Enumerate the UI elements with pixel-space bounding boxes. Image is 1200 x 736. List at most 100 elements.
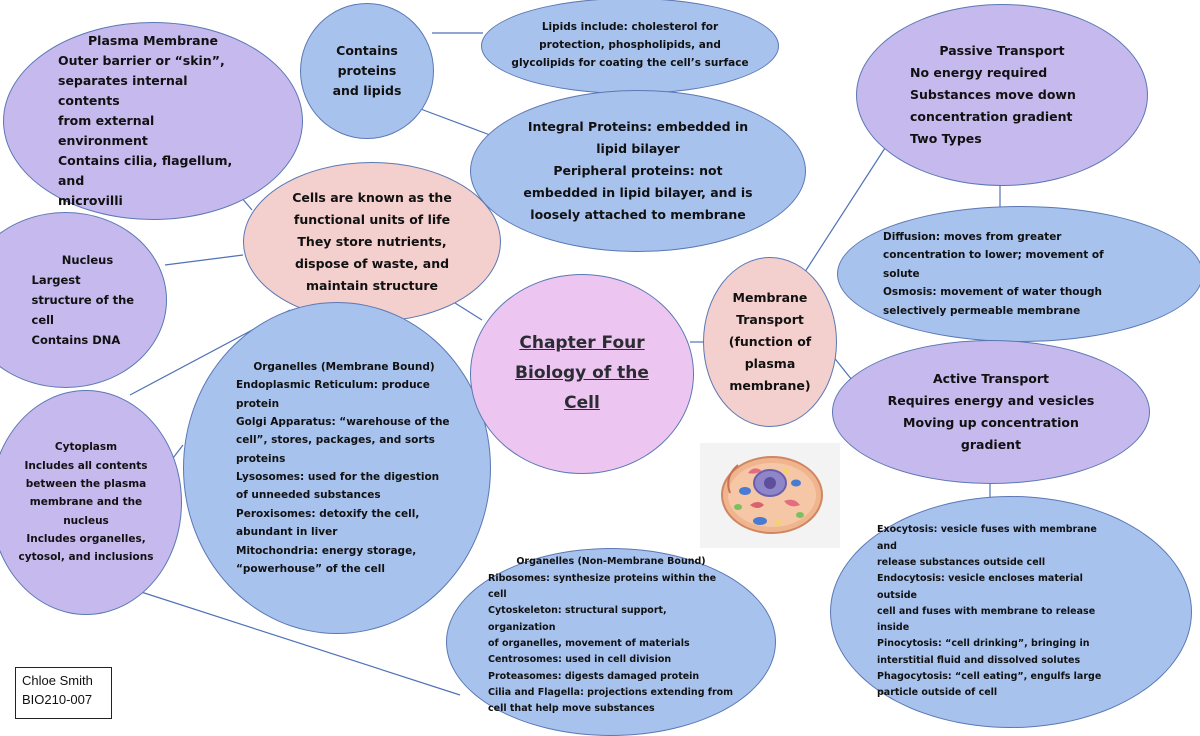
vesicle-line: release substances outside cell (877, 556, 1046, 568)
chapter-title-line: Chapter Four (519, 333, 645, 354)
nucleus-line: cell (31, 313, 55, 328)
membrane-transport-line: (function of (728, 334, 812, 350)
plasma-membrane-bubble: Plasma Membrane Outer barrier or “skin”,… (3, 22, 303, 220)
connector (454, 302, 483, 321)
cells-line: Cells are known as the (292, 190, 452, 206)
organelles-non-membrane-bound-bubble: Organelles (Non-Membrane Bound) Ribosome… (446, 548, 776, 736)
cytoplasm-line: Includes all contents (24, 459, 148, 472)
organelles-nmb-line: Ribosomes: synthesize proteins within th… (488, 572, 717, 601)
organelles-mb-line: cell”, stores, packages, and sorts (236, 434, 435, 447)
organelles-mb-line: proteins (236, 452, 286, 465)
vesicle-line: cell and fuses with membrane to release (877, 605, 1096, 617)
contains-bubble: Contains proteins and lipids (300, 3, 434, 139)
vesicle-line: Phagocytosis: “cell eating”, engulfs lar… (877, 671, 1102, 683)
vesicle-line: Pinocytosis: “cell drinking”, bringing i… (877, 638, 1090, 650)
diffusion-line: concentration to lower; movement of (883, 249, 1104, 262)
diffusion-line: solute (883, 267, 920, 280)
cytoplasm-line: between the plasma (25, 477, 147, 490)
cells-line: dispose of waste, and (294, 255, 450, 271)
organelles-mb-line: of unneeded substances (236, 489, 381, 502)
nucleus-line: structure of the (31, 292, 135, 307)
organelles-nmb-line: Cytoskeleton: structural support, organi… (488, 605, 667, 633)
chapter-title-line: Biology of the (515, 363, 649, 384)
cells-line: They store nutrients, (297, 234, 447, 250)
nucleus-title: Nucleus (61, 252, 114, 267)
lipids-line: glycolipids for coating the cell’s surfa… (511, 56, 749, 69)
passive-transport-title: Passive Transport (939, 43, 1065, 59)
membrane-transport-line: Transport (736, 312, 804, 328)
membrane-transport-line: Membrane (732, 290, 808, 306)
plasma-membrane-line: Outer barrier or “skin”, (58, 53, 225, 68)
organelles-nmb-line: Cilia and Flagella: projections extendin… (488, 686, 734, 698)
proteins-line: Peripheral proteins: not (553, 163, 723, 179)
diffusion-line: Osmosis: movement of water though (883, 286, 1102, 299)
membrane-transport-line: plasma (744, 355, 796, 371)
nucleus-line: Largest (31, 272, 81, 287)
active-transport-bubble: Active Transport Requires energy and ves… (832, 340, 1150, 484)
proteins-line: lipid bilayer (596, 141, 680, 157)
organelles-mb-line: Golgi Apparatus: “warehouse of the (236, 415, 450, 428)
organelles-nmb-line: Centrosomes: used in cell division (488, 654, 672, 666)
cytoplasm-line: Includes organelles, (26, 533, 146, 546)
organelles-mb-line: “powerhouse” of the cell (236, 562, 385, 575)
active-transport-line: Requires energy and vesicles (887, 393, 1095, 409)
organelles-mb-line: Lysosomes: used for the digestion (236, 471, 440, 483)
organelles-membrane-bound-bubble: Organelles (Membrane Bound) Endoplasmic … (183, 302, 491, 634)
cytoplasm-line: nucleus (63, 514, 109, 527)
active-transport-line: Moving up concentration (903, 415, 1079, 430)
diffusion-line: selectively permeable membrane (883, 304, 1081, 317)
organelles-nmb-title: Organelles (Non-Membrane Bound) (516, 556, 706, 568)
active-transport-line: gradient (960, 436, 1022, 452)
proteins-line: embedded in lipid bilayer, and is (523, 184, 753, 200)
plasma-membrane-title: Plasma Membrane (88, 33, 218, 48)
proteins-line: loosely attached to membrane (530, 206, 746, 222)
proteins-line: Integral Proteins: embedded in (527, 119, 749, 135)
organelles-nmb-line: cell that help move substances (488, 703, 655, 715)
organelles-mb-line: abundant in liver (236, 526, 338, 539)
membrane-transport-bubble: Membrane Transport (function of plasma m… (703, 257, 837, 427)
animal-cell-illustration (700, 443, 840, 548)
vesicle-line: particle outside of cell (877, 687, 998, 699)
organelles-mb-line: Mitochondria: energy storage, (236, 544, 417, 557)
organelles-mb-line: Endoplasmic Reticulum: produce (236, 379, 430, 392)
diffusion-osmosis-bubble: Diffusion: moves from greater concentrat… (837, 206, 1200, 342)
plasma-membrane-line: microvilli (58, 193, 123, 208)
contains-line: proteins (337, 63, 397, 78)
connector (134, 589, 461, 696)
cytoplasm-line: membrane and the (29, 496, 143, 509)
plasma-membrane-line: Contains cilia, flagellum, and (58, 153, 233, 188)
vesicle-line: inside (877, 622, 910, 634)
organelles-mb-line: Peroxisomes: detoxify the cell, (236, 507, 420, 520)
organelles-nmb-line: of organelles, movement of materials (488, 638, 690, 649)
vesicle-line: Endocytosis: vesicle encloses material o… (877, 573, 1083, 601)
cytoplasm-title: Cytoplasm (54, 441, 118, 454)
vesicle-transport-bubble: Exocytosis: vesicle fuses with membrane … (830, 496, 1192, 728)
nucleus-line: Contains DNA (31, 333, 121, 348)
lipids-line: protection, phospholipids, and (539, 39, 721, 52)
cells-line: functional units of life (293, 212, 451, 228)
passive-transport-bubble: Passive Transport No energy required Sub… (856, 4, 1148, 186)
contains-line: and lipids (332, 83, 402, 98)
organelles-nmb-line: Proteasomes: digests damaged protein (488, 670, 700, 682)
cytoplasm-bubble: Cytoplasm Includes all contents between … (0, 390, 182, 615)
lipids-bubble: Lipids include: cholesterol for protecti… (481, 0, 779, 94)
lipids-line: Lipids include: cholesterol for (541, 21, 719, 34)
passive-transport-line: No energy required (910, 65, 1048, 81)
author-name: Chloe Smith (22, 673, 93, 688)
vesicle-line: interstitial fluid and dissolved solutes (877, 654, 1081, 666)
animal-cell-icon (721, 456, 823, 534)
membrane-transport-line: membrane) (729, 377, 811, 393)
author-box: Chloe Smith BIO210-007 (15, 667, 112, 719)
connector (417, 107, 491, 136)
organelles-mb-title: Organelles (Membrane Bound) (253, 360, 435, 373)
cells-bubble: Cells are known as the functional units … (243, 162, 501, 322)
contains-line: Contains (336, 43, 398, 58)
connector (164, 254, 244, 266)
passive-transport-line: Substances move down (910, 87, 1076, 103)
vesicle-line: Exocytosis: vesicle fuses with membrane … (877, 524, 1097, 552)
active-transport-title: Active Transport (932, 371, 1050, 387)
passive-transport-line: Two Types (910, 130, 982, 146)
organelles-mb-line: protein (236, 397, 280, 410)
passive-transport-line: concentration gradient (910, 108, 1073, 124)
course-code: BIO210-007 (22, 691, 93, 707)
